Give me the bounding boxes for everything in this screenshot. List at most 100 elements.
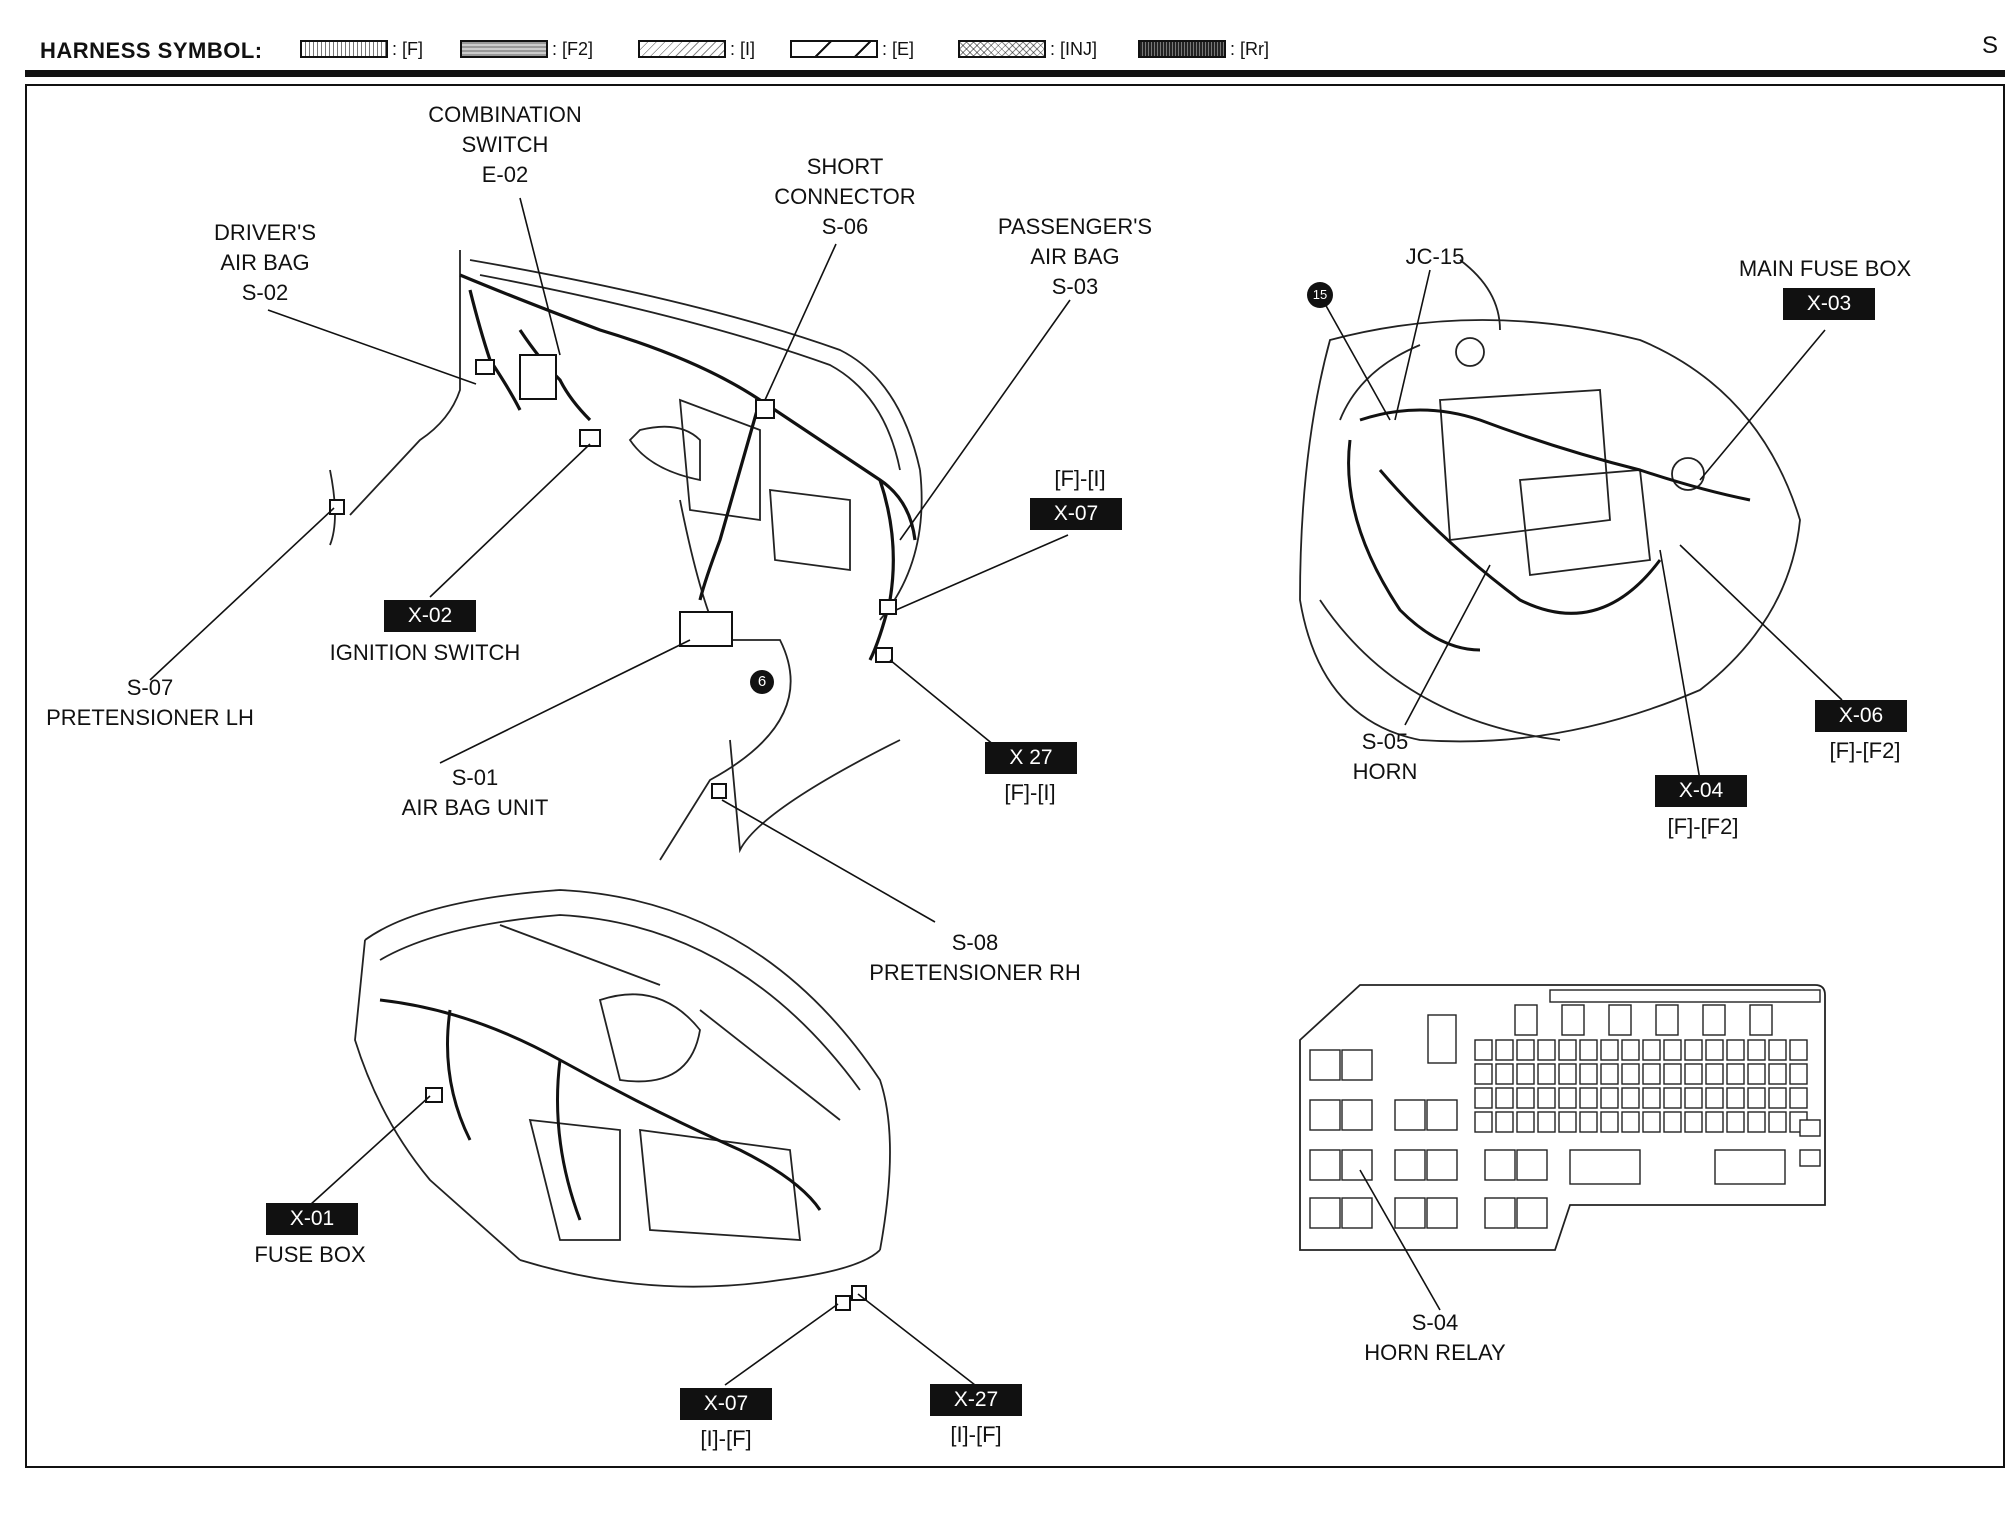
fuse-slot: [1726, 1063, 1745, 1085]
x27-top-badge: X 27: [985, 742, 1077, 774]
connector-x01: [425, 1087, 443, 1103]
symbol-e-swatch: [790, 40, 878, 58]
relay: [1484, 1149, 1516, 1181]
short-connector-label: SHORT CONNECTOR S-06: [755, 152, 935, 242]
harness-branch-passenger: [868, 479, 895, 661]
fuse-slot: [1684, 1039, 1703, 1061]
passengers-airbag-line1: PASSENGER'S: [997, 214, 1153, 239]
dash2-vent-top: [499, 924, 661, 986]
fuse-slot: [1495, 1039, 1514, 1061]
engine-harness-main: [1359, 408, 1751, 502]
s05-label: S-05 HORN: [1335, 727, 1435, 787]
symbol-f-label: : [F]: [392, 39, 423, 59]
jc15-label: JC-15: [1405, 244, 1465, 269]
fuse-slot: [1621, 1111, 1640, 1133]
fuse-slot: [1558, 1087, 1577, 1109]
short-connector-line2: CONNECTOR: [774, 184, 916, 209]
fuse-slot: [1516, 1063, 1535, 1085]
fuse-slot: [1600, 1063, 1619, 1085]
passengers-airbag-line2: AIR BAG: [1030, 244, 1120, 269]
drivers-airbag-label: DRIVER'S AIR BAG S-02: [180, 218, 350, 308]
fuse-slot: [1495, 1111, 1514, 1133]
fuse-slot: [1495, 1087, 1514, 1109]
s08-name: PRETENSIONER RH: [869, 960, 1081, 985]
x02-badge: X-02: [384, 600, 476, 632]
dash2-console: [528, 1118, 621, 1241]
relay: [1516, 1149, 1548, 1181]
x01-badge: X-01: [266, 1203, 358, 1235]
relay: [1394, 1149, 1426, 1181]
console-block: [678, 398, 761, 522]
combination-switch-code: E-02: [481, 162, 529, 187]
s05-name: HORN: [1352, 759, 1418, 784]
symbol-i-label: : [I]: [730, 39, 756, 59]
leader-passenger: [899, 299, 1071, 541]
fuse-box-label: FUSE BOX: [254, 1242, 366, 1267]
ignition-switch-label: IGNITION SWITCH: [329, 640, 521, 665]
relay: [1426, 1149, 1458, 1181]
dash-outline-inner: [479, 274, 901, 471]
steering-column: [628, 425, 701, 482]
leader-short: [764, 243, 837, 401]
s05-code: S-05: [1361, 729, 1409, 754]
fuse-slot: [1600, 1111, 1619, 1133]
relay: [1394, 1197, 1426, 1229]
relay: [1341, 1049, 1373, 1081]
x07-top-bracket: [F]-[I]: [1054, 466, 1106, 491]
callout-15: 15: [1312, 287, 1328, 302]
connector-x07-bottom: [835, 1295, 851, 1311]
fuse-slot: [1579, 1087, 1598, 1109]
symbol-i-swatch: [638, 40, 726, 58]
leader-x04: [1659, 549, 1701, 781]
leader-s07: [149, 507, 335, 681]
fuse-slot: [1474, 1039, 1493, 1061]
relay: [1341, 1197, 1373, 1229]
fuse-slot: [1747, 1111, 1766, 1133]
x27-top-bracket: [F]-[I]: [1004, 780, 1056, 805]
x27-bottom-bracket: [I]-[F]: [950, 1422, 1002, 1447]
symbol-f2-label: : [F2]: [552, 39, 594, 59]
dash2-vent-right: [699, 1009, 841, 1121]
fuse-slot-top: [1561, 1004, 1585, 1036]
relay-large: [1714, 1149, 1786, 1185]
relay-small: [1427, 1014, 1457, 1064]
harness-branch-switch: [518, 329, 592, 422]
fuse-slot: [1642, 1039, 1661, 1061]
combination-switch-label: COMBINATION SWITCH E-02: [400, 100, 610, 190]
leader-x06: [1679, 544, 1843, 701]
relay: [1426, 1197, 1458, 1229]
s04-label: S-04 HORN RELAY: [1330, 1308, 1540, 1368]
drivers-airbag-line1: DRIVER'S: [214, 220, 316, 245]
harness-symbol-title: HARNESS SYMBOL:: [40, 38, 263, 63]
relay: [1309, 1099, 1341, 1131]
page-letter: S: [1981, 32, 1998, 59]
dash-right-edge: [879, 469, 923, 621]
fuse-slot: [1516, 1087, 1535, 1109]
symbol-rr-label: : [Rr]: [1230, 39, 1269, 59]
engine-block: [1439, 389, 1611, 542]
relay: [1516, 1197, 1548, 1229]
fuse-slot-side: [1799, 1119, 1821, 1137]
fuse-slot: [1558, 1039, 1577, 1061]
leader-main-fuse: [1699, 329, 1826, 481]
leader-combination: [519, 197, 561, 356]
fuse-slot: [1726, 1111, 1745, 1133]
console-block-2: [769, 488, 851, 572]
fuse-slot: [1621, 1063, 1640, 1085]
dash2-harness-main: [379, 998, 822, 1211]
s01-code: S-01: [451, 765, 499, 790]
dash2-left: [354, 939, 521, 1261]
drivers-airbag-line2: AIR BAG: [220, 250, 310, 275]
hood-line: [1459, 259, 1501, 331]
short-connector-code: S-06: [821, 214, 869, 239]
fuse-slot: [1747, 1039, 1766, 1061]
dash2-cluster: [598, 993, 701, 1083]
fuse-slot-top: [1514, 1004, 1538, 1036]
leader-x27-bottom: [857, 1293, 976, 1386]
fuse-slot: [1537, 1039, 1556, 1061]
dash2-inner: [379, 914, 861, 1091]
fuse-slot-top: [1655, 1004, 1679, 1036]
engine-harness-left: [1347, 439, 1481, 652]
relay: [1341, 1099, 1373, 1131]
